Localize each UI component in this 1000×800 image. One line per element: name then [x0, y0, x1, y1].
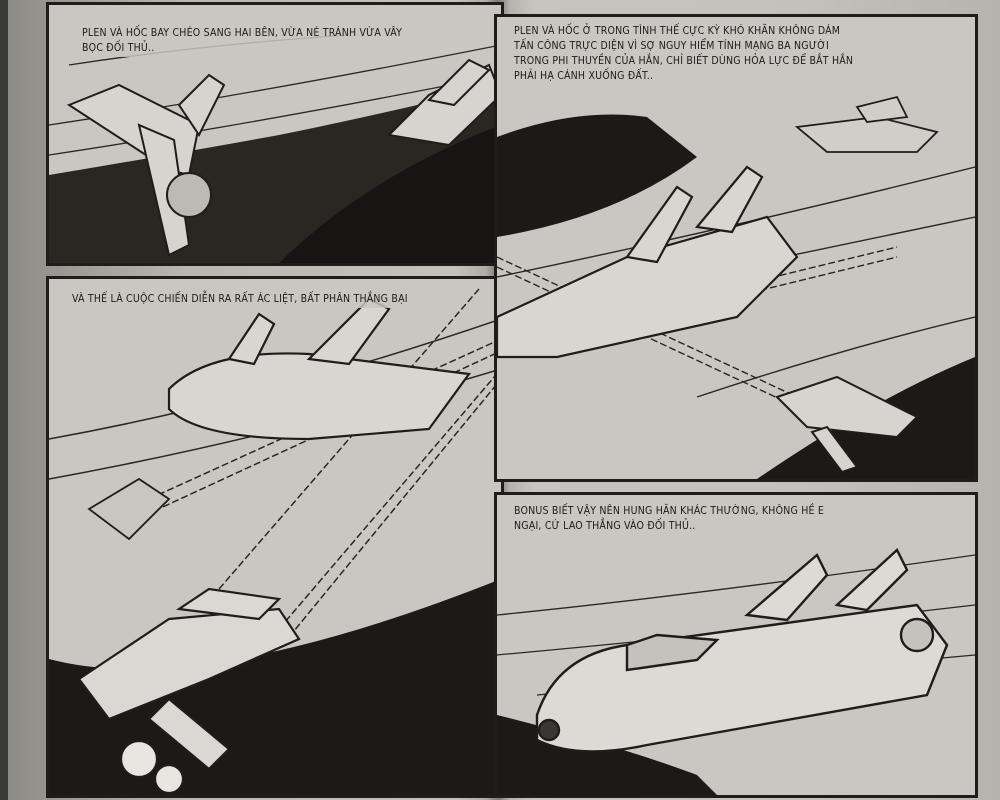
panel-artwork [49, 34, 501, 263]
comic-spread: Plen và Hốc bay chéo sang hai bên, vừa n… [8, 0, 1000, 800]
mothership [167, 297, 471, 441]
left-top-panel: Plen và Hốc bay chéo sang hai bên, vừa n… [46, 2, 504, 266]
caption-box: Bonus biết vậy nên hung hăn khác thường,… [511, 503, 828, 535]
mothership-nose [497, 165, 799, 359]
fighter-ship-left [66, 73, 226, 257]
spaceship-closeup [535, 548, 949, 753]
fighter-ship-bottom [775, 375, 919, 474]
panel-artwork [49, 288, 501, 795]
caption-box: Plen và Hốc ở trong tình thế cực kỳ khó … [511, 23, 857, 85]
panel-artwork [497, 548, 975, 795]
left-bottom-panel: Và thế là cuộc chiến diễn ra rất ác liệt… [46, 276, 504, 798]
right-bottom-panel: Bonus biết vậy nên hung hăn khác thường,… [494, 492, 978, 798]
caption-box: Và thế là cuộc chiến diễn ra rất ác liệt… [69, 291, 411, 308]
panel-artwork [497, 95, 975, 479]
caption-box: Plen và Hốc bay chéo sang hai bên, vừa n… [79, 25, 406, 57]
fighter-ship-foreground [77, 587, 301, 795]
fighter-ship-distant [794, 95, 939, 153]
fighter-ship-right [386, 58, 501, 147]
small-fighter-left [87, 477, 171, 541]
right-top-panel: Plen và Hốc ở trong tình thế cực kỳ khó … [494, 14, 978, 482]
